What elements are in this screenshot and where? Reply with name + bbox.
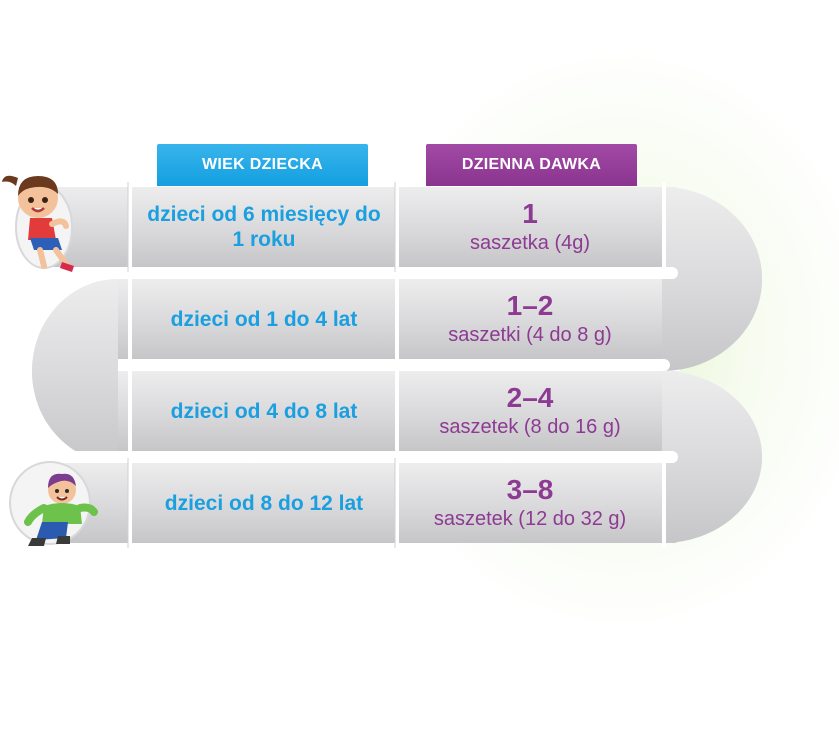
- boy-sliding-icon: [24, 473, 98, 546]
- table-row: dzieci od 4 do 8 lat 2–4 saszetek (8 do …: [132, 371, 662, 451]
- girl-sliding-icon: [2, 175, 74, 272]
- dose-unit: saszetek (8 do 16 g): [439, 416, 621, 438]
- table-row: dzieci od 6 miesięcy do 1 roku 1 saszetk…: [132, 187, 662, 267]
- age-cell: dzieci od 4 do 8 lat: [170, 399, 358, 423]
- dose-cell: 1–2 saszetki (4 do 8 g): [398, 279, 662, 359]
- dose-cell: 3–8 saszetek (12 do 32 g): [398, 463, 662, 543]
- age-cell: dzieci od 6 miesięcy do 1 roku: [147, 203, 381, 251]
- dose-number: 3–8: [506, 474, 554, 505]
- dose-unit: saszetka (4g): [469, 232, 591, 254]
- dose-cell: 1 saszetka (4g): [398, 187, 662, 267]
- dose-unit: saszetki (4 do 8 g): [448, 324, 612, 346]
- table-row: dzieci od 1 do 4 lat 1–2 saszetki (4 do …: [132, 279, 662, 359]
- dose-number: 1: [522, 198, 538, 229]
- dose-unit: saszetek (12 do 32 g): [433, 508, 627, 530]
- dose-number: 1–2: [506, 290, 554, 321]
- age-header: WIEK DZIECKA: [157, 144, 368, 186]
- dose-number: 2–4: [506, 382, 554, 413]
- age-cell: dzieci od 1 do 4 lat: [170, 307, 358, 331]
- dose-cell: 2–4 saszetek (8 do 16 g): [398, 371, 662, 451]
- age-cell: dzieci od 8 do 12 lat: [164, 491, 364, 515]
- table-row: dzieci od 8 do 12 lat 3–8 saszetek (12 d…: [132, 463, 662, 543]
- dose-header: DZIENNA DAWKA: [426, 144, 637, 186]
